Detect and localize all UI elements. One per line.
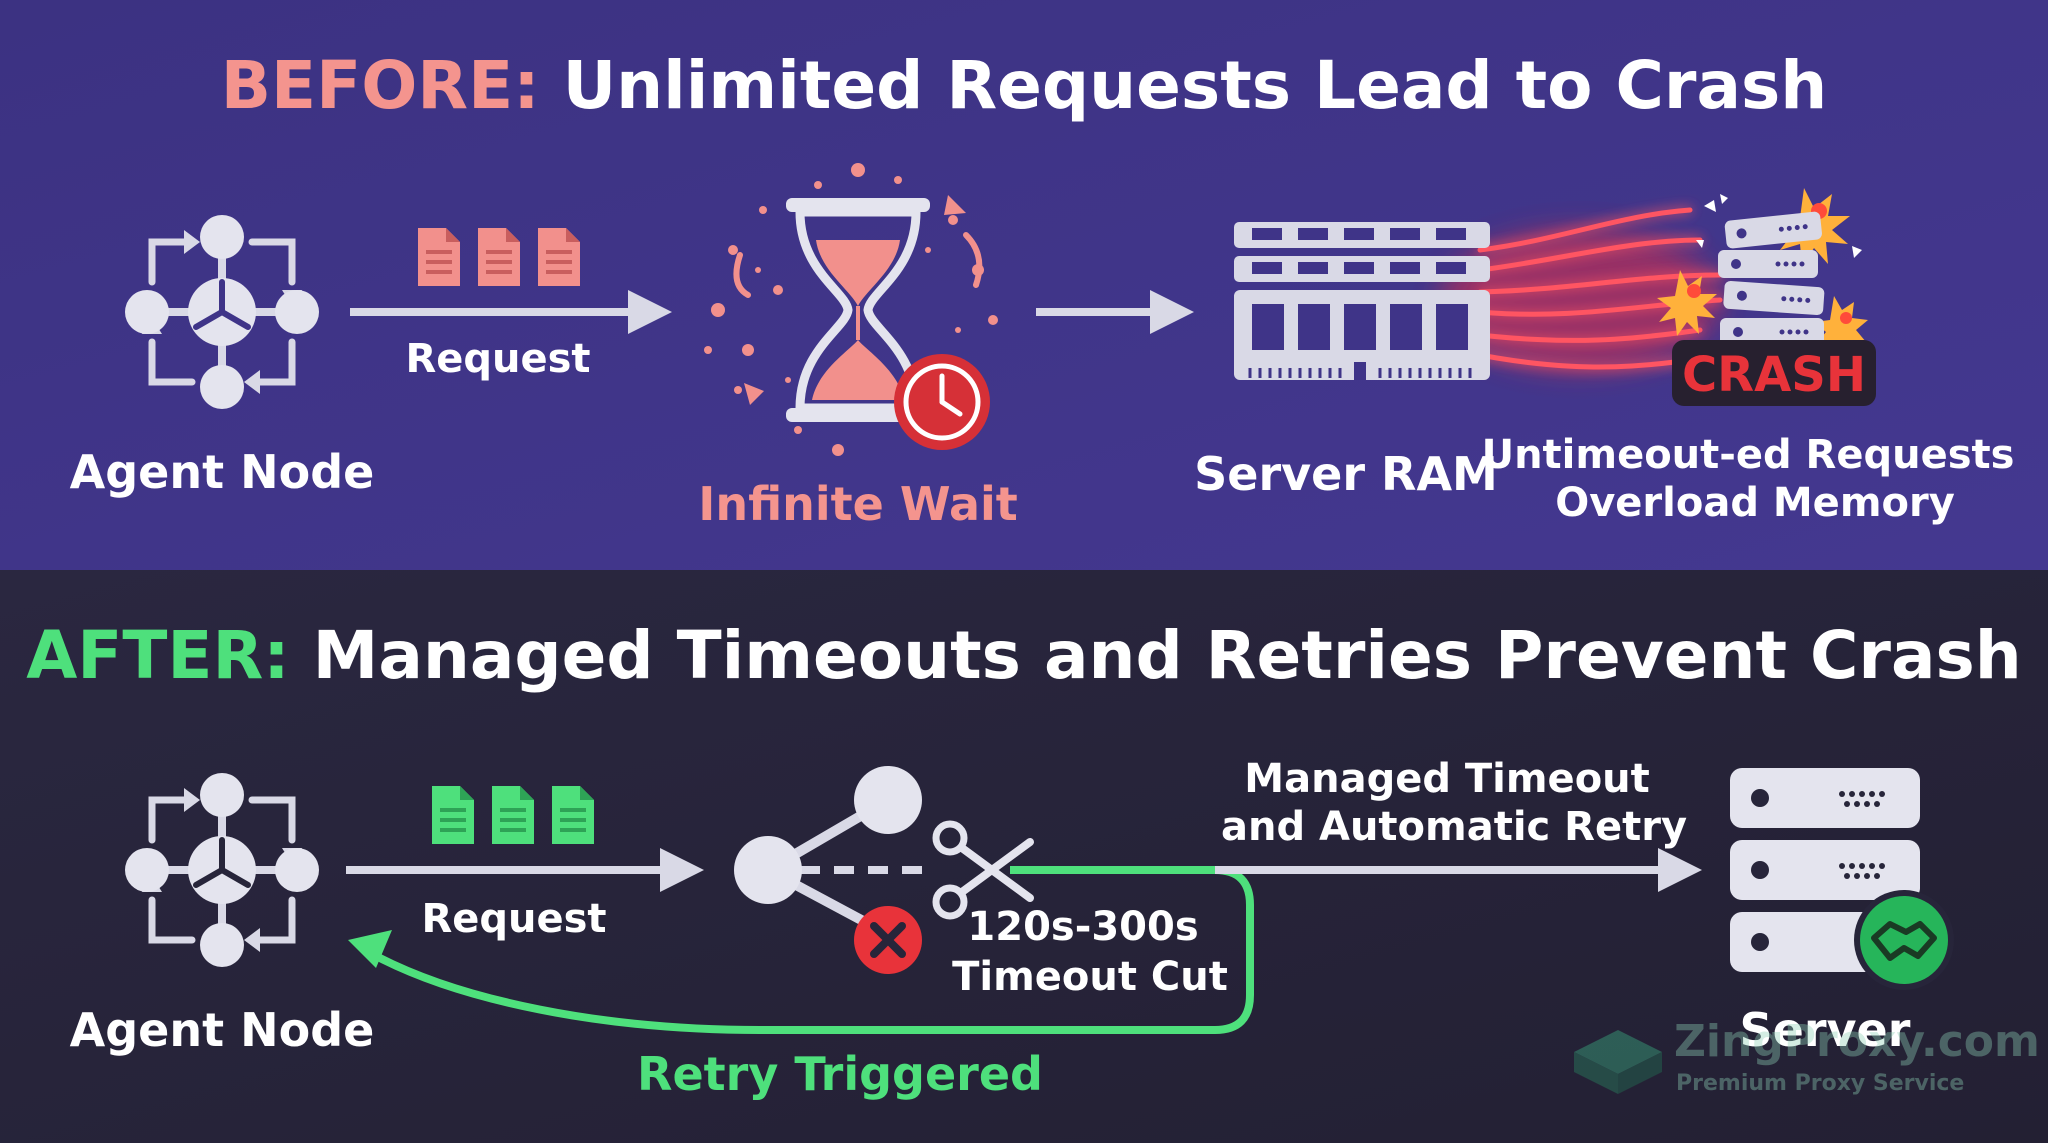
agent-node-icon: [125, 215, 319, 409]
overload-label: Untimeout-ed Requests Overload Memory: [1482, 432, 2029, 526]
managed-label: Managed Timeout and Automatic Retry: [1221, 756, 1687, 850]
overload-label-line1: Untimeout-ed Requests: [1482, 432, 2015, 478]
watermark: ZingProxy.com Premium Proxy Service: [1574, 1016, 2040, 1096]
after-request-label: Request: [421, 896, 606, 942]
crash-badge: [1672, 340, 1876, 406]
before-request-label: Request: [405, 336, 590, 382]
request-documents: [432, 786, 594, 844]
overload-label-line2: Overload Memory: [1555, 480, 1955, 526]
error-x-icon: [854, 906, 922, 974]
server-ram-icon: [1234, 222, 1490, 380]
before-title: BEFORE: Unlimited Requests Lead to Crash: [221, 47, 1828, 124]
managed-arrow: [1215, 848, 1702, 892]
retry-label: Retry Triggered: [637, 1047, 1043, 1101]
request-arrow: [350, 290, 672, 334]
before-agent-label: Agent Node: [70, 445, 375, 499]
server-ram-label: Server RAM: [1194, 447, 1498, 501]
after-panel: [0, 570, 2048, 1143]
watermark-brand: ZingProxy.com: [1674, 1016, 2040, 1067]
after-title-rest: Managed Timeouts and Retries Prevent Cra…: [313, 617, 2022, 694]
server-label: Server: [1740, 1003, 1911, 1057]
before-title-prefix: BEFORE:: [221, 47, 540, 124]
request-documents: [418, 228, 580, 286]
overload-streaks: [1440, 207, 1723, 370]
request-arrow: [346, 848, 704, 892]
managed-label-line1: Managed Timeout: [1244, 756, 1649, 802]
agent-node-icon: [125, 773, 319, 967]
watermark-logo-icon: [1574, 1030, 1662, 1094]
retry-loop: [348, 866, 1254, 1034]
ram-arrow: [1036, 290, 1194, 334]
after-agent-label: Agent Node: [70, 1003, 375, 1057]
handshake-icon: [1854, 890, 1954, 990]
timeout-label-line2: Timeout Cut: [952, 954, 1228, 1000]
watermark-tagline: Premium Proxy Service: [1676, 1071, 1964, 1096]
scissors-icon: [932, 820, 1034, 920]
crash-label: CRASH: [1682, 347, 1866, 403]
after-title: AFTER: Managed Timeouts and Retries Prev…: [26, 617, 2022, 694]
timeout-label-line1: 120s-300s: [967, 904, 1198, 950]
crashing-server-icon: [1657, 188, 1868, 356]
after-title-prefix: AFTER:: [26, 617, 289, 694]
managed-label-line2: and Automatic Retry: [1221, 804, 1687, 850]
timeout-label: 120s-300s Timeout Cut: [952, 904, 1228, 1000]
infinite-wait-label: Infinite Wait: [698, 477, 1018, 531]
before-title-rest: Unlimited Requests Lead to Crash: [563, 47, 1828, 124]
hourglass-icon: [704, 163, 998, 456]
split-node-icon: [734, 766, 930, 935]
